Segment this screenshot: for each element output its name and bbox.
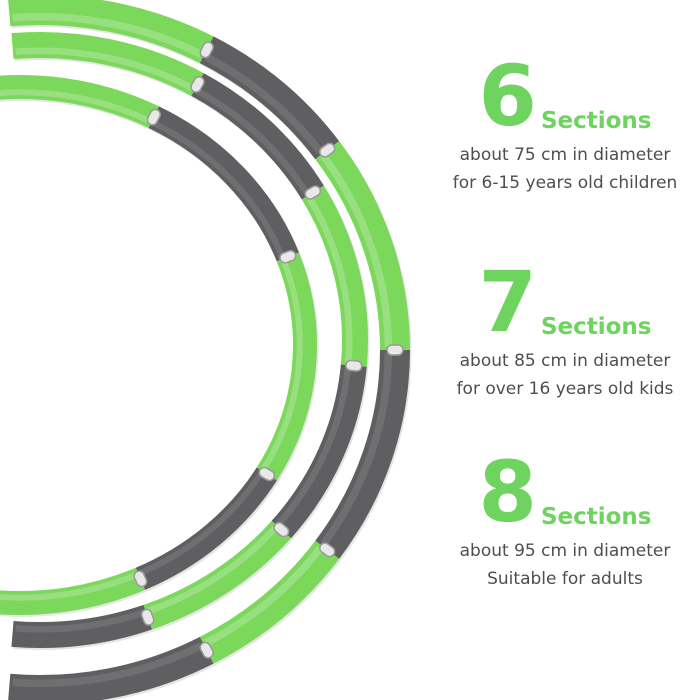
- connector-button: [319, 542, 336, 558]
- connector-button: [133, 570, 148, 588]
- grey-hoop-segment: [135, 467, 277, 590]
- diameter-text: about 85 cm in diameter: [459, 350, 671, 371]
- sections-label: Sections: [540, 503, 652, 530]
- hoop-texture: [152, 120, 285, 258]
- hoop-texture: [15, 609, 145, 633]
- connector-button: [199, 41, 214, 59]
- hoop-texture: [320, 352, 393, 546]
- age-text: for over 16 years old kids: [456, 378, 674, 399]
- connector-button: [140, 608, 155, 626]
- grey-hoop-segment: [271, 364, 367, 539]
- connector-button: [199, 641, 214, 659]
- connector-button: [258, 466, 276, 482]
- connector-button: [273, 521, 290, 538]
- hoop-texture: [276, 367, 352, 527]
- hoop-texture: [15, 47, 194, 92]
- hoop-texture: [195, 87, 310, 195]
- sections-label: Sections: [540, 313, 652, 340]
- age-text: for 6-15 years old children: [452, 172, 678, 193]
- hoop-texture: [139, 471, 264, 576]
- connector-button: [146, 108, 161, 126]
- connector-button: [345, 359, 363, 372]
- connector-button: [279, 250, 297, 264]
- green-hoop-segment: [0, 567, 146, 615]
- green-hoop-segment: [315, 141, 410, 351]
- green-hoop-segment: [8, 0, 214, 64]
- connector-button: [319, 142, 336, 158]
- hoop-7-sections: [11, 31, 370, 651]
- grey-hoop-segment: [8, 636, 214, 700]
- hoop-texture: [204, 546, 324, 647]
- hoop-texture: [12, 642, 203, 688]
- hoop-texture: [0, 89, 151, 124]
- hoop-texture: [147, 525, 278, 615]
- green-hoop-segment: [199, 540, 340, 664]
- hoop-6-sections: [0, 75, 319, 617]
- grey-hoop-segment: [191, 73, 324, 200]
- grey-hoop-segment: [148, 106, 299, 262]
- headline: 6 Sections: [440, 47, 690, 145]
- hoop-texture: [12, 12, 203, 58]
- green-hoop-segment: [143, 520, 291, 630]
- section-count: 8: [478, 443, 537, 541]
- green-hoop-segment: [256, 252, 317, 481]
- section-count: 7: [478, 253, 537, 351]
- sections-label: Sections: [540, 107, 652, 134]
- hoop-texture: [306, 195, 353, 363]
- headline: 7 Sections: [440, 253, 690, 351]
- green-hoop-segment: [301, 185, 368, 367]
- green-hoop-segment: [0, 75, 160, 129]
- headline: 8 Sections: [440, 443, 690, 541]
- age-text: Suitable for adults: [487, 568, 643, 589]
- info-7-sections: 7 Sections about 85 cm in diameter for o…: [440, 253, 690, 403]
- connector-button: [304, 185, 322, 200]
- hoop-texture: [204, 53, 324, 154]
- green-hoop-segment: [11, 31, 204, 96]
- hoop-texture: [260, 259, 303, 471]
- section-count: 6: [478, 47, 537, 145]
- hoop-8-sections: [8, 0, 412, 700]
- hoop-texture: [320, 154, 393, 348]
- diameter-text: about 95 cm in diameter: [459, 540, 671, 561]
- info-6-sections: 6 Sections about 75 cm in diameter for 6…: [440, 47, 690, 197]
- diameter-text: about 75 cm in diameter: [459, 144, 671, 165]
- grey-hoop-segment: [199, 36, 340, 160]
- grey-hoop-segment: [315, 349, 410, 559]
- connector-button: [190, 76, 205, 93]
- info-8-sections: 8 Sections about 95 cm in diameter Suita…: [440, 443, 690, 593]
- connector-button: [386, 344, 404, 356]
- hoop-texture: [0, 572, 138, 601]
- grey-hoop-segment: [11, 604, 152, 649]
